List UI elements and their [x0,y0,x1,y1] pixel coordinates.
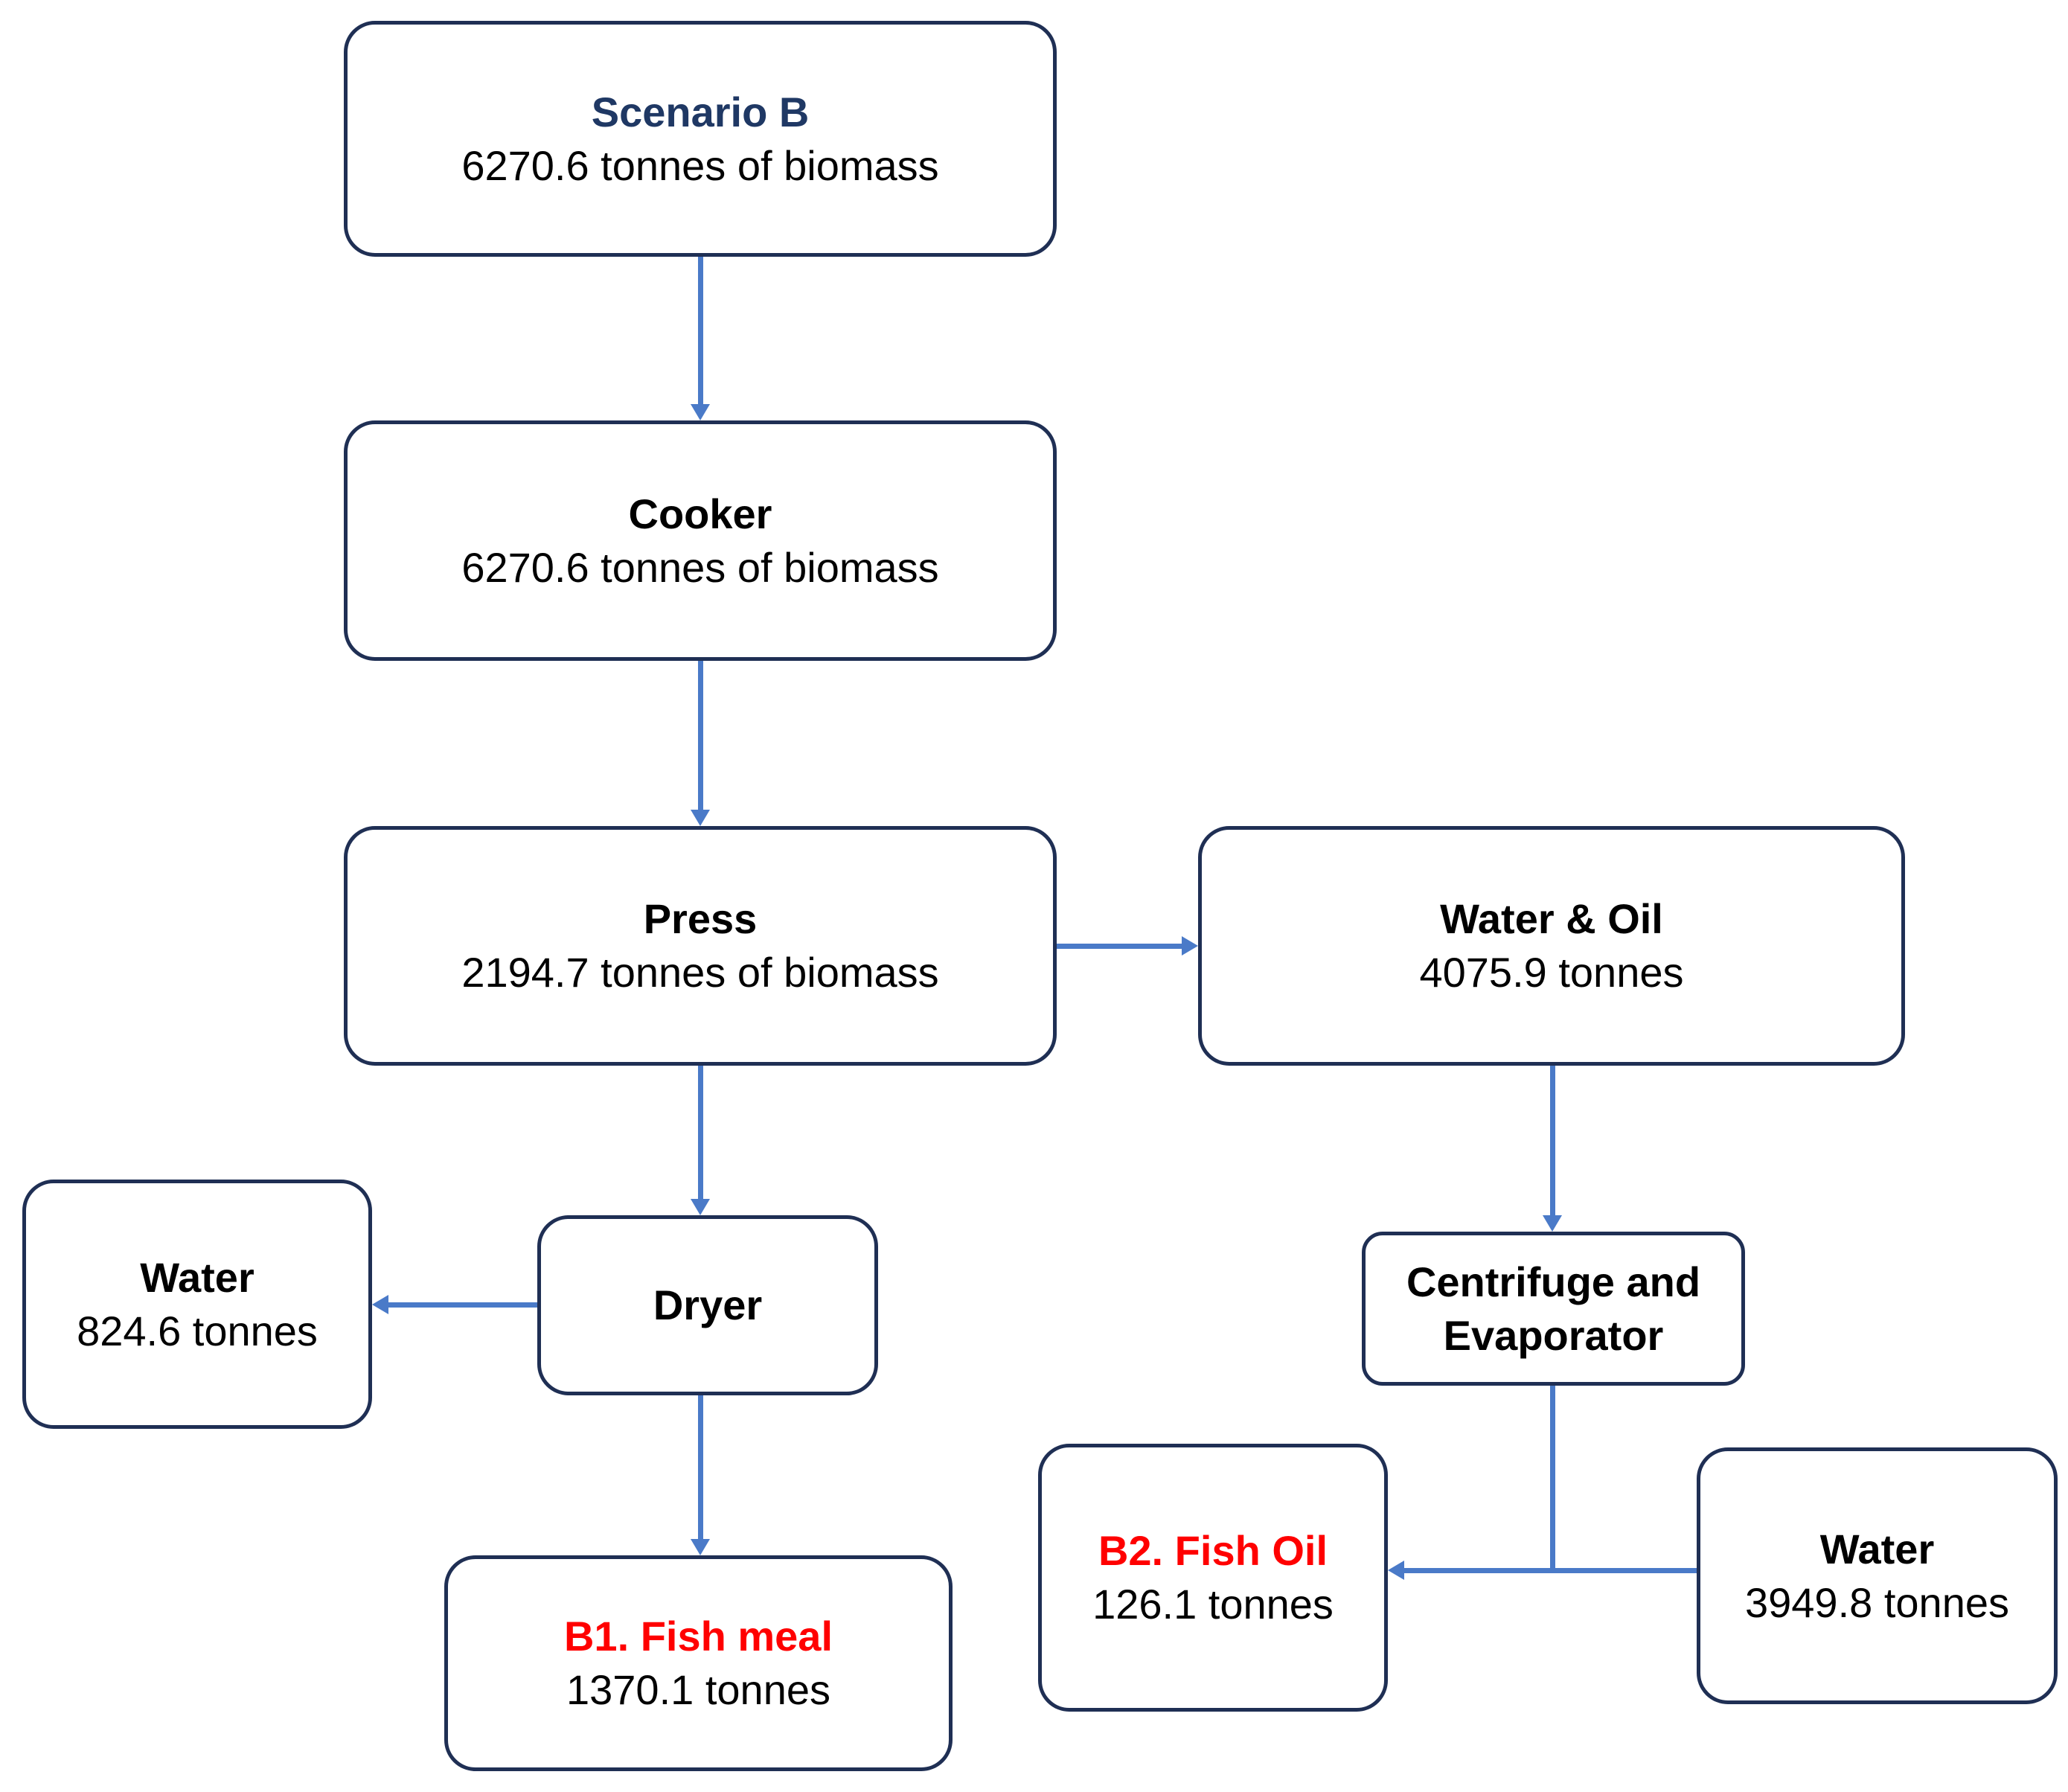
arrowhead-cooker-to-press [691,810,710,826]
node-dryer[interactable]: Dryer [537,1215,878,1395]
arrowhead-centrifuge-to-fish-oil [1388,1561,1404,1580]
node-centrifuge-label-line2: Evaporator [1443,1311,1664,1359]
connector-cooker-to-press [698,661,703,810]
arrowhead-dryer-to-water [372,1295,388,1314]
arrowhead-scenario-to-cooker [691,404,710,420]
node-press-value: 2194.7 tonnes of biomass [461,949,939,996]
node-water-and-oil-value: 4075.9 tonnes [1419,949,1684,996]
node-fish-meal[interactable]: B1. Fish meal 1370.1 tonnes [444,1555,953,1771]
connector-press-to-water-oil [1057,944,1182,949]
node-water-from-dryer-label: Water [140,1253,255,1301]
node-water-from-centrifuge-label: Water [1819,1525,1935,1572]
connector-water-oil-to-centrifuge [1550,1066,1555,1215]
node-fish-oil[interactable]: B2. Fish Oil 126.1 tonnes [1038,1444,1388,1712]
connector-press-to-dryer [698,1066,703,1199]
node-press-label: Press [643,895,758,943]
connector-centrifuge-stem [1550,1386,1555,1570]
connector-scenario-to-cooker [698,257,703,404]
connector-centrifuge-split-bar [1404,1568,1699,1573]
connector-dryer-to-water [388,1302,537,1308]
connector-dryer-to-fish-meal [698,1395,703,1539]
node-water-from-dryer[interactable]: Water 824.6 tonnes [22,1180,372,1429]
node-fish-oil-label: B2. Fish Oil [1098,1527,1328,1575]
node-water-from-dryer-value: 824.6 tonnes [77,1307,318,1354]
node-water-and-oil-label: Water & Oil [1440,895,1663,943]
node-scenario-b-label: Scenario B [591,88,810,135]
node-scenario-b[interactable]: Scenario B 6270.6 tonnes of biomass [344,21,1057,257]
node-cooker[interactable]: Cooker 6270.6 tonnes of biomass [344,420,1057,661]
node-cooker-value: 6270.6 tonnes of biomass [461,543,939,591]
node-fish-meal-value: 1370.1 tonnes [566,1666,830,1713]
node-water-and-oil[interactable]: Water & Oil 4075.9 tonnes [1198,826,1905,1066]
node-water-from-centrifuge[interactable]: Water 3949.8 tonnes [1697,1447,2058,1704]
node-fish-meal-label: B1. Fish meal [563,1613,833,1660]
arrowhead-press-to-dryer [691,1199,710,1215]
arrowhead-water-oil-to-centrifuge [1543,1215,1562,1232]
node-press[interactable]: Press 2194.7 tonnes of biomass [344,826,1057,1066]
arrowhead-dryer-to-fish-meal [691,1539,710,1555]
arrowhead-press-to-water-oil [1182,936,1198,956]
node-centrifuge-label-line1: Centrifuge and [1406,1258,1701,1305]
node-water-from-centrifuge-value: 3949.8 tonnes [1745,1578,2009,1626]
node-scenario-b-value: 6270.6 tonnes of biomass [461,141,939,189]
node-cooker-label: Cooker [628,490,772,537]
node-dryer-label: Dryer [653,1281,763,1329]
node-fish-oil-value: 126.1 tonnes [1092,1581,1334,1628]
node-centrifuge-and-evaporator[interactable]: Centrifuge and Evaporator [1362,1232,1745,1386]
